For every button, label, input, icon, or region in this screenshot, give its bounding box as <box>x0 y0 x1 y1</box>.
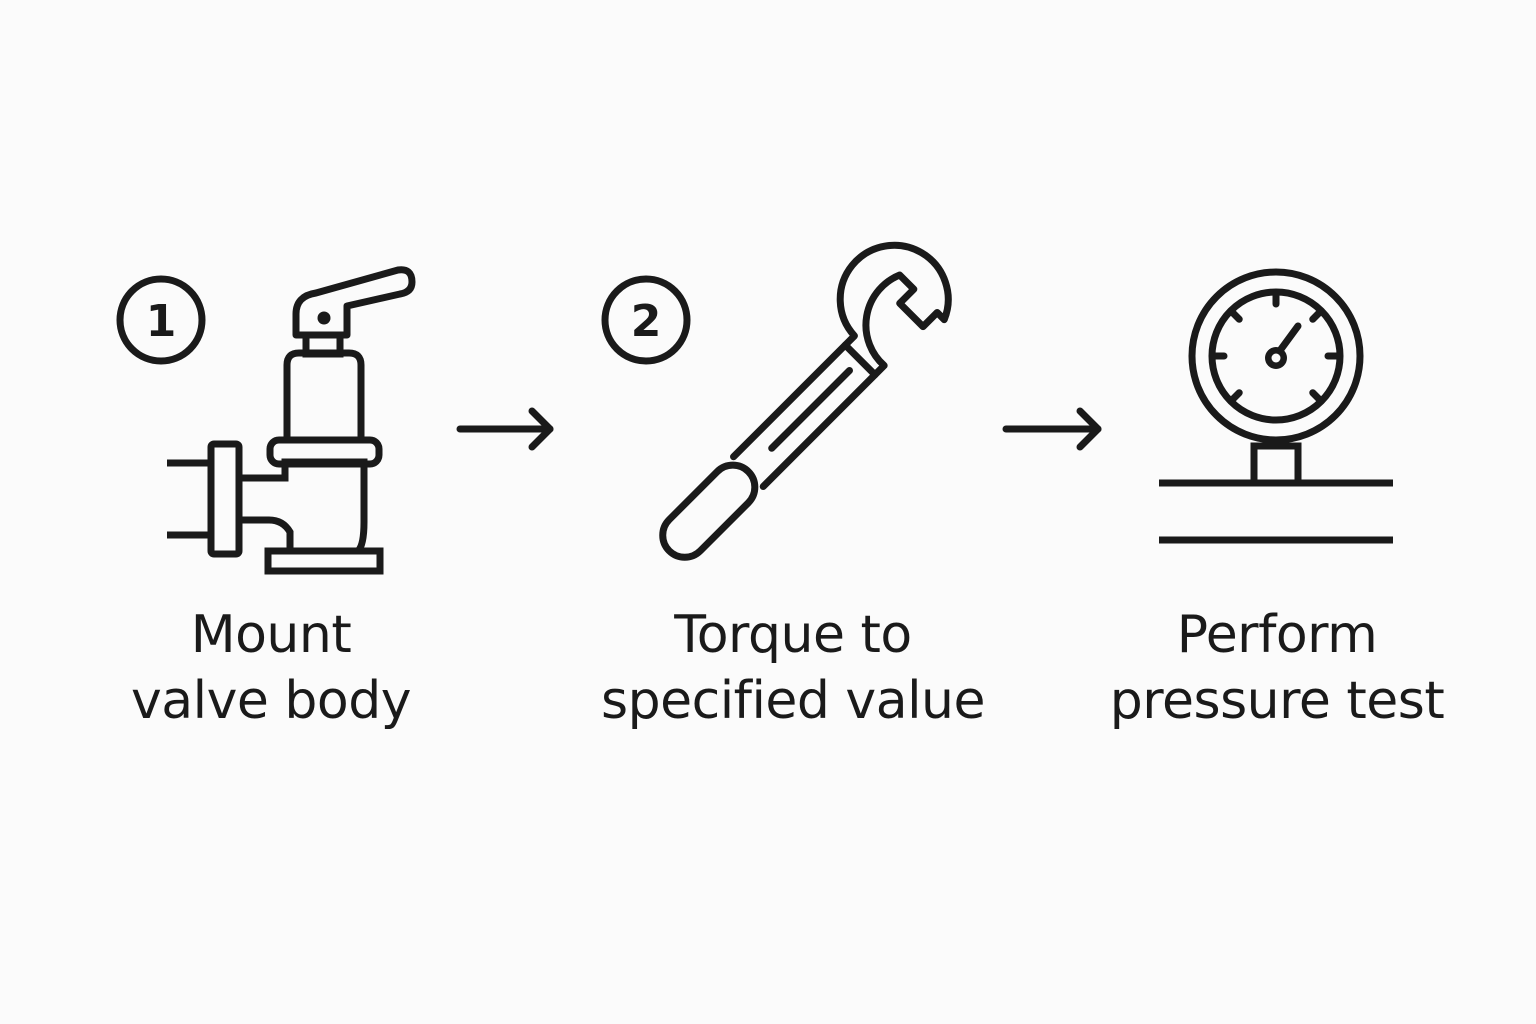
step-2-label-line-1: Torque to <box>674 605 912 665</box>
step-3-label: Perform pressure test <box>1047 602 1507 734</box>
step-2-number: 2 <box>631 296 662 347</box>
wrench-icon <box>659 241 952 561</box>
pressure-gauge-icon <box>1159 268 1393 544</box>
step-2-badge: 2 <box>601 275 691 365</box>
step-3-label-line-1: Perform <box>1176 605 1378 665</box>
step-2-label: Torque to specified value <box>563 602 1023 734</box>
valve-icon <box>167 266 416 575</box>
step-2-label-line-2: specified value <box>601 671 985 731</box>
step-1-badge: 1 <box>116 275 206 365</box>
gauge-tick <box>1309 308 1324 323</box>
step-1-label-line-2: valve body <box>131 671 411 731</box>
arrow-right-icon <box>1002 407 1102 451</box>
step-1-label: Mount valve body <box>41 602 501 734</box>
gauge-tick <box>1228 308 1243 323</box>
step-1-number: 1 <box>146 296 177 347</box>
gauge-tick <box>1309 389 1324 404</box>
gauge-tick <box>1228 389 1243 404</box>
arrow-right-icon <box>456 407 554 451</box>
gauge-ticks <box>1210 290 1342 404</box>
step-3-label-line-2: pressure test <box>1109 671 1445 731</box>
step-1-label-line-1: Mount <box>190 605 352 665</box>
